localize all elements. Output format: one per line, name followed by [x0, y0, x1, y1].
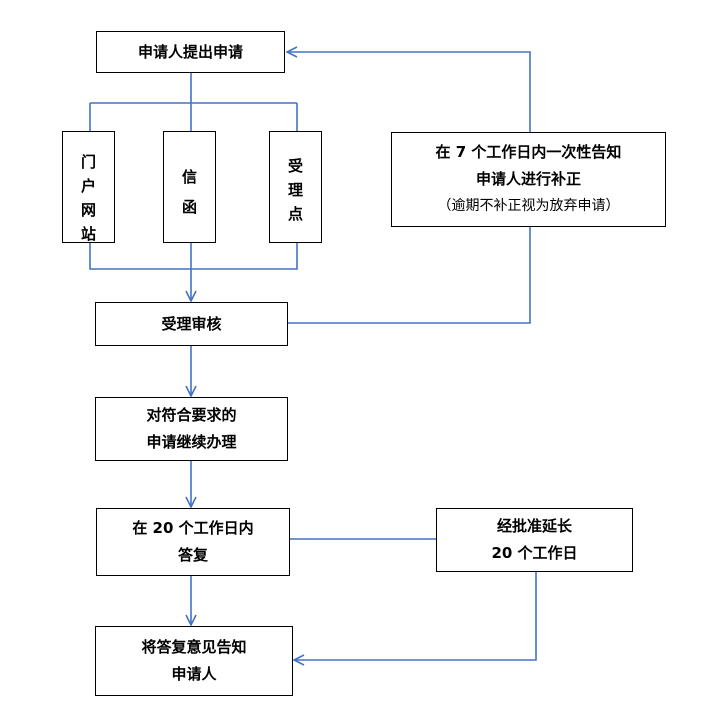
extend-to-inform-arrow [294, 572, 537, 660]
continue-processing-box: 对符合要求的 申请继续办理 [95, 397, 288, 461]
box-text: 函 [181, 198, 197, 216]
reply-within-deadline-box: 在 20 个工作日内 答复 [96, 508, 290, 576]
box-text: 申请人进行补正 [475, 170, 581, 188]
correction-to-apply-arrow [287, 52, 531, 132]
box-text: 门 [80, 153, 96, 171]
approved-extension-box: 经批准延长 20 个工作日 [436, 508, 633, 572]
notify-correction-box: 在 7 个工作日内一次性告知 申请人进行补正 （逾期不补正视为放弃申请） [391, 132, 666, 227]
box-text: 信 [181, 168, 197, 186]
box-text: 经批准延长 [496, 517, 572, 535]
box-text: 受理审核 [161, 314, 222, 333]
box-text: 申请继续办理 [146, 433, 237, 451]
box-text: 20 个工作日 [491, 544, 578, 562]
accept-to-correction-connector [288, 227, 531, 324]
box-text: 在 7 个工作日内一次性告知 [435, 143, 622, 161]
box-text: 在 20 个工作日内 [132, 519, 254, 537]
box-text: 理 [287, 181, 303, 199]
box-text: 将答复意见告知 [141, 638, 247, 656]
box-text: 站 [80, 225, 96, 243]
acceptance-review-box: 受理审核 [95, 302, 288, 346]
letter-box: 信 函 [163, 131, 216, 243]
channels-merge-bracket [89, 243, 298, 270]
apply-to-channels-bracket [89, 73, 298, 131]
box-text: 点 [287, 205, 303, 223]
submit-application-box: 申请人提出申请 [96, 31, 285, 73]
box-text: 户 [80, 177, 96, 195]
box-text: 申请人提出申请 [137, 42, 243, 61]
box-text: 申请人 [171, 665, 217, 683]
acceptance-point-box: 受 理 点 [269, 131, 322, 243]
portal-website-box: 门 户 网 站 [62, 131, 115, 243]
box-text: 网 [80, 201, 96, 219]
inform-applicant-box: 将答复意见告知 申请人 [95, 626, 293, 696]
box-text: 答复 [177, 546, 208, 564]
box-text: 受 [287, 157, 303, 175]
box-text: 对符合要求的 [146, 406, 237, 424]
box-note: （逾期不补正视为放弃申请） [437, 198, 620, 214]
